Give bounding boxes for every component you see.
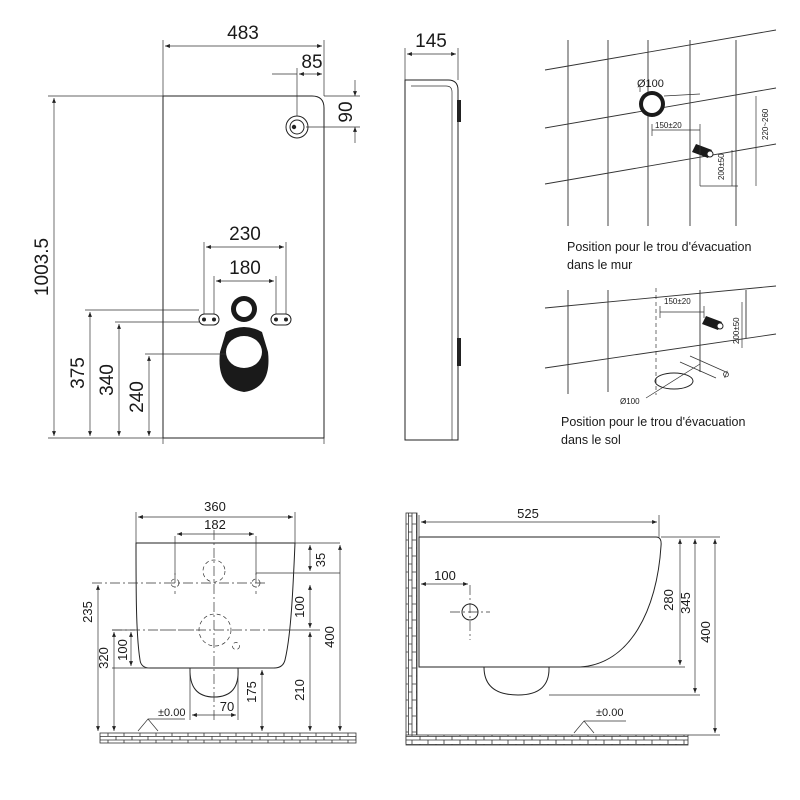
bowl-side-length: 525 — [517, 506, 539, 521]
floor-caption-line1: Position pour le trou d'évacuation — [561, 415, 745, 429]
dim-230: 230 — [229, 224, 261, 245]
bowl-front-view: 360 182 35 100 210 400 175 235 320 100 7… — [80, 499, 357, 744]
floor-height-tol: 200±50 — [732, 317, 741, 344]
drain-outlet-icon — [219, 327, 269, 392]
bowl-side-offset: 100 — [434, 568, 456, 583]
bowl-front-bolt-spacing: 182 — [204, 517, 226, 532]
floor-pipe-dia-label: Ø — [722, 369, 731, 380]
wall-offset: 150±20 — [655, 121, 682, 130]
bowl-side-400: 400 — [698, 621, 713, 643]
bowl-front-outline — [135, 542, 296, 669]
wall-caption-line1: Position pour le trou d'évacuation — [567, 240, 751, 254]
dim-90: 90 — [336, 101, 357, 122]
wall-hatch — [405, 512, 418, 744]
wall-caption-line2: dans le mur — [567, 258, 632, 272]
wall-range: 220~260 — [761, 108, 770, 140]
dim-340: 340 — [97, 364, 118, 396]
wall-valve-icon — [692, 144, 714, 158]
floor-hatch — [99, 732, 357, 744]
flush-button-icon — [285, 115, 309, 139]
dim-375: 375 — [68, 357, 89, 389]
bowl-front-left-100: 100 — [115, 639, 130, 661]
dim-145: 145 — [415, 31, 447, 52]
panel-outline — [162, 95, 325, 439]
floor-drain-detail: 150±20 200±50 Ø Ø100 Position pour le tr… — [544, 285, 777, 447]
wall-height-tol: 200±50 — [717, 153, 726, 180]
floor-pipe-dia: Ø100 — [620, 397, 640, 406]
floor-hatch-side — [405, 734, 689, 746]
floor-offset: 150±20 — [664, 297, 691, 306]
bowl-front-right-100: 100 — [292, 596, 307, 618]
bowl-front-235: 235 — [80, 601, 95, 623]
bowl-front-320: 320 — [96, 647, 111, 669]
floor-pipe-hole-icon — [654, 372, 694, 390]
bowl-front-width: 360 — [204, 499, 226, 514]
bowl-front-175: 175 — [244, 681, 259, 703]
side-panel-view: 145 — [404, 31, 461, 441]
dim-180: 180 — [229, 258, 261, 279]
dim-1003-5: 1003.5 — [32, 238, 53, 296]
bowl-side-outline — [418, 536, 662, 668]
water-inlet-icon — [231, 296, 257, 322]
side-panel-outline — [404, 79, 459, 441]
dim-240: 240 — [127, 381, 148, 413]
dim-85: 85 — [301, 52, 322, 73]
bowl-inlet-icon — [202, 559, 226, 583]
bowl-side-280: 280 — [661, 589, 676, 611]
wall-pipe-dia: Ø100 — [637, 78, 664, 90]
floor-caption-line2: dans le sol — [561, 433, 621, 447]
bowl-front-210: 210 — [292, 679, 307, 701]
dim-483: 483 — [227, 23, 259, 44]
bowl-front-level: ±0.00 — [158, 707, 185, 719]
bowl-side-345: 345 — [678, 592, 693, 614]
bolt-hole-left-icon — [198, 313, 220, 326]
bolt-hole-right-icon — [270, 313, 292, 326]
bowl-side-view: 525 100 280 345 400 ±0.00 — [405, 506, 720, 746]
bowl-front-top-35: 35 — [313, 553, 328, 567]
bowl-front-70: 70 — [220, 699, 234, 714]
wall-drain-detail: Ø100 150±20 200±50 220~260 Position pour… — [544, 29, 777, 272]
floor-valve-icon — [702, 316, 724, 330]
bowl-front-400: 400 — [322, 626, 337, 648]
front-panel-view: 483 85 90 1003.5 230 180 375 340 240 — [32, 23, 360, 444]
bowl-side-level: ±0.00 — [596, 707, 623, 719]
